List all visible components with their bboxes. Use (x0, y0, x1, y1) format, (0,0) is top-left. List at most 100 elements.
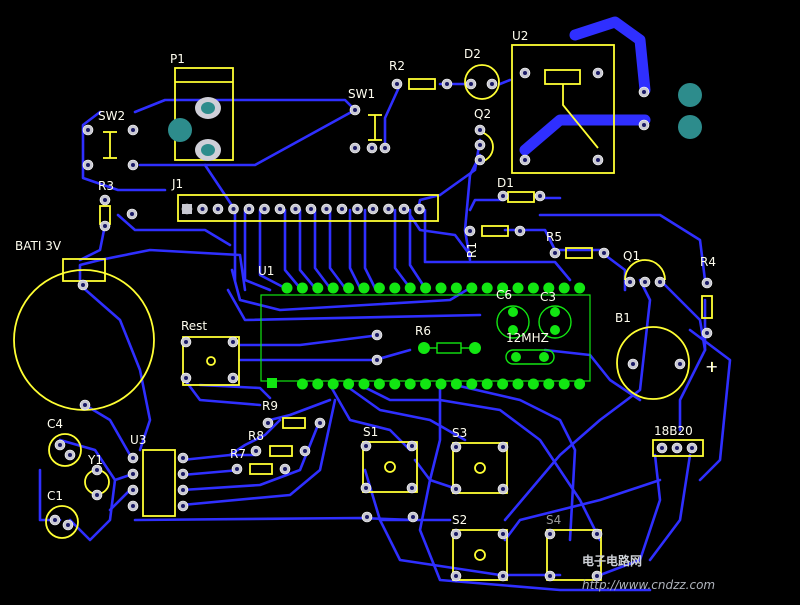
pad-hole (538, 194, 542, 198)
pad-hole (454, 445, 458, 449)
u1-pin (296, 378, 308, 390)
pad-hole (309, 207, 313, 211)
pad-hole (628, 280, 632, 284)
label-s4: S4 (546, 513, 561, 527)
pad-hole (501, 574, 505, 578)
pad-hole (643, 280, 647, 284)
u1-pin (497, 378, 509, 390)
u1-pin (343, 378, 355, 390)
u1-pin (435, 378, 447, 390)
through-hole-pads (49, 67, 713, 582)
pad-hole (58, 443, 62, 447)
pad-hole (95, 493, 99, 497)
label-u2: U2 (512, 29, 528, 43)
pad-hole (262, 207, 267, 211)
pad-hole (184, 340, 188, 344)
label-j1: J1 (171, 177, 183, 191)
pad-hole (95, 468, 99, 472)
u1-pin (527, 378, 539, 390)
label-b1: B1 (615, 311, 631, 325)
watermark: 电子电路网 http://www.cndzz.com (582, 553, 715, 592)
u1-pin (312, 282, 324, 294)
pad-hole (131, 472, 135, 476)
pad-hole (468, 229, 472, 233)
pad-hole (86, 128, 90, 132)
u1-pin (389, 378, 401, 390)
pad-hole (365, 515, 369, 519)
u1-pin (481, 378, 493, 390)
pad-hole (181, 504, 185, 508)
pad-hole (595, 532, 599, 536)
u1-pin (543, 378, 555, 390)
pad-hole (353, 108, 357, 112)
u1-pin (358, 378, 370, 390)
u1-bottom-pins (296, 378, 586, 390)
pad-hole (501, 487, 505, 491)
pad-hole (131, 128, 135, 132)
pad-hole (469, 82, 473, 86)
u1-pin (327, 378, 339, 390)
pad-hole (103, 224, 107, 228)
component-labels: P1 SW2 SW1 R2 D2 U2 Q2 R3 J1 D1 BATI 3V … (15, 29, 718, 527)
pad-hole (181, 472, 185, 476)
pad-hole (318, 421, 322, 425)
pad-hole (478, 143, 482, 147)
pad-hole (131, 163, 135, 167)
u1-pin (404, 282, 416, 294)
pad-hole (518, 229, 522, 233)
pad-hole (595, 574, 599, 578)
label-u1: U1 (258, 264, 274, 278)
label-r7: R7 (230, 447, 246, 461)
pad-hole (371, 207, 375, 211)
pad-hole (247, 207, 251, 211)
label-r9: R9 (262, 399, 278, 413)
watermark-url: http://www.cndzz.com (582, 578, 715, 592)
pad-hole (340, 207, 344, 211)
pad-hole (658, 280, 662, 284)
u1-pin (527, 282, 539, 294)
u1-pin (312, 378, 324, 390)
crystal-12mhz (505, 349, 555, 365)
pad-hole (454, 574, 458, 578)
pad-hole (231, 376, 235, 380)
u1-pin (327, 282, 339, 294)
pad-hole (501, 194, 505, 198)
pad-hole (523, 158, 527, 162)
pad-hole (355, 207, 360, 211)
label-q1: Q1 (623, 249, 640, 263)
pad-hole (395, 82, 399, 86)
label-r2: R2 (389, 59, 405, 73)
pad-hole (596, 71, 600, 75)
label-p1: P1 (170, 52, 185, 66)
label-plus: + (705, 357, 718, 376)
pad-hole (375, 358, 379, 362)
u1-pin (450, 378, 462, 390)
u1-pin (435, 282, 447, 294)
u1-pin (512, 282, 524, 294)
pad-hole (324, 207, 329, 211)
label-12mhz: 12MHZ (506, 331, 549, 345)
pad-hole (231, 207, 236, 211)
label-s2: S2 (452, 513, 467, 527)
pad-hole (602, 251, 606, 255)
pad-hole (383, 146, 387, 150)
label-u3: U3 (130, 433, 146, 447)
pad-hole (417, 207, 422, 211)
u1-pin (389, 282, 401, 294)
pad-hole (548, 532, 552, 536)
c6-capacitor (496, 305, 530, 339)
pad-hole (596, 158, 600, 162)
pad-hole (283, 467, 287, 471)
label-d1: D1 (497, 176, 514, 190)
u1-pin (420, 378, 432, 390)
j1-pin1-pad (182, 204, 192, 214)
u1-top-pins (281, 282, 586, 294)
pad-hole (501, 445, 505, 449)
u1-pin (296, 282, 308, 294)
pad-hole (553, 251, 557, 255)
label-r6: R6 (415, 324, 431, 338)
pad-hole (83, 403, 87, 407)
pad-hole (705, 331, 709, 335)
teal-pads (168, 83, 702, 161)
